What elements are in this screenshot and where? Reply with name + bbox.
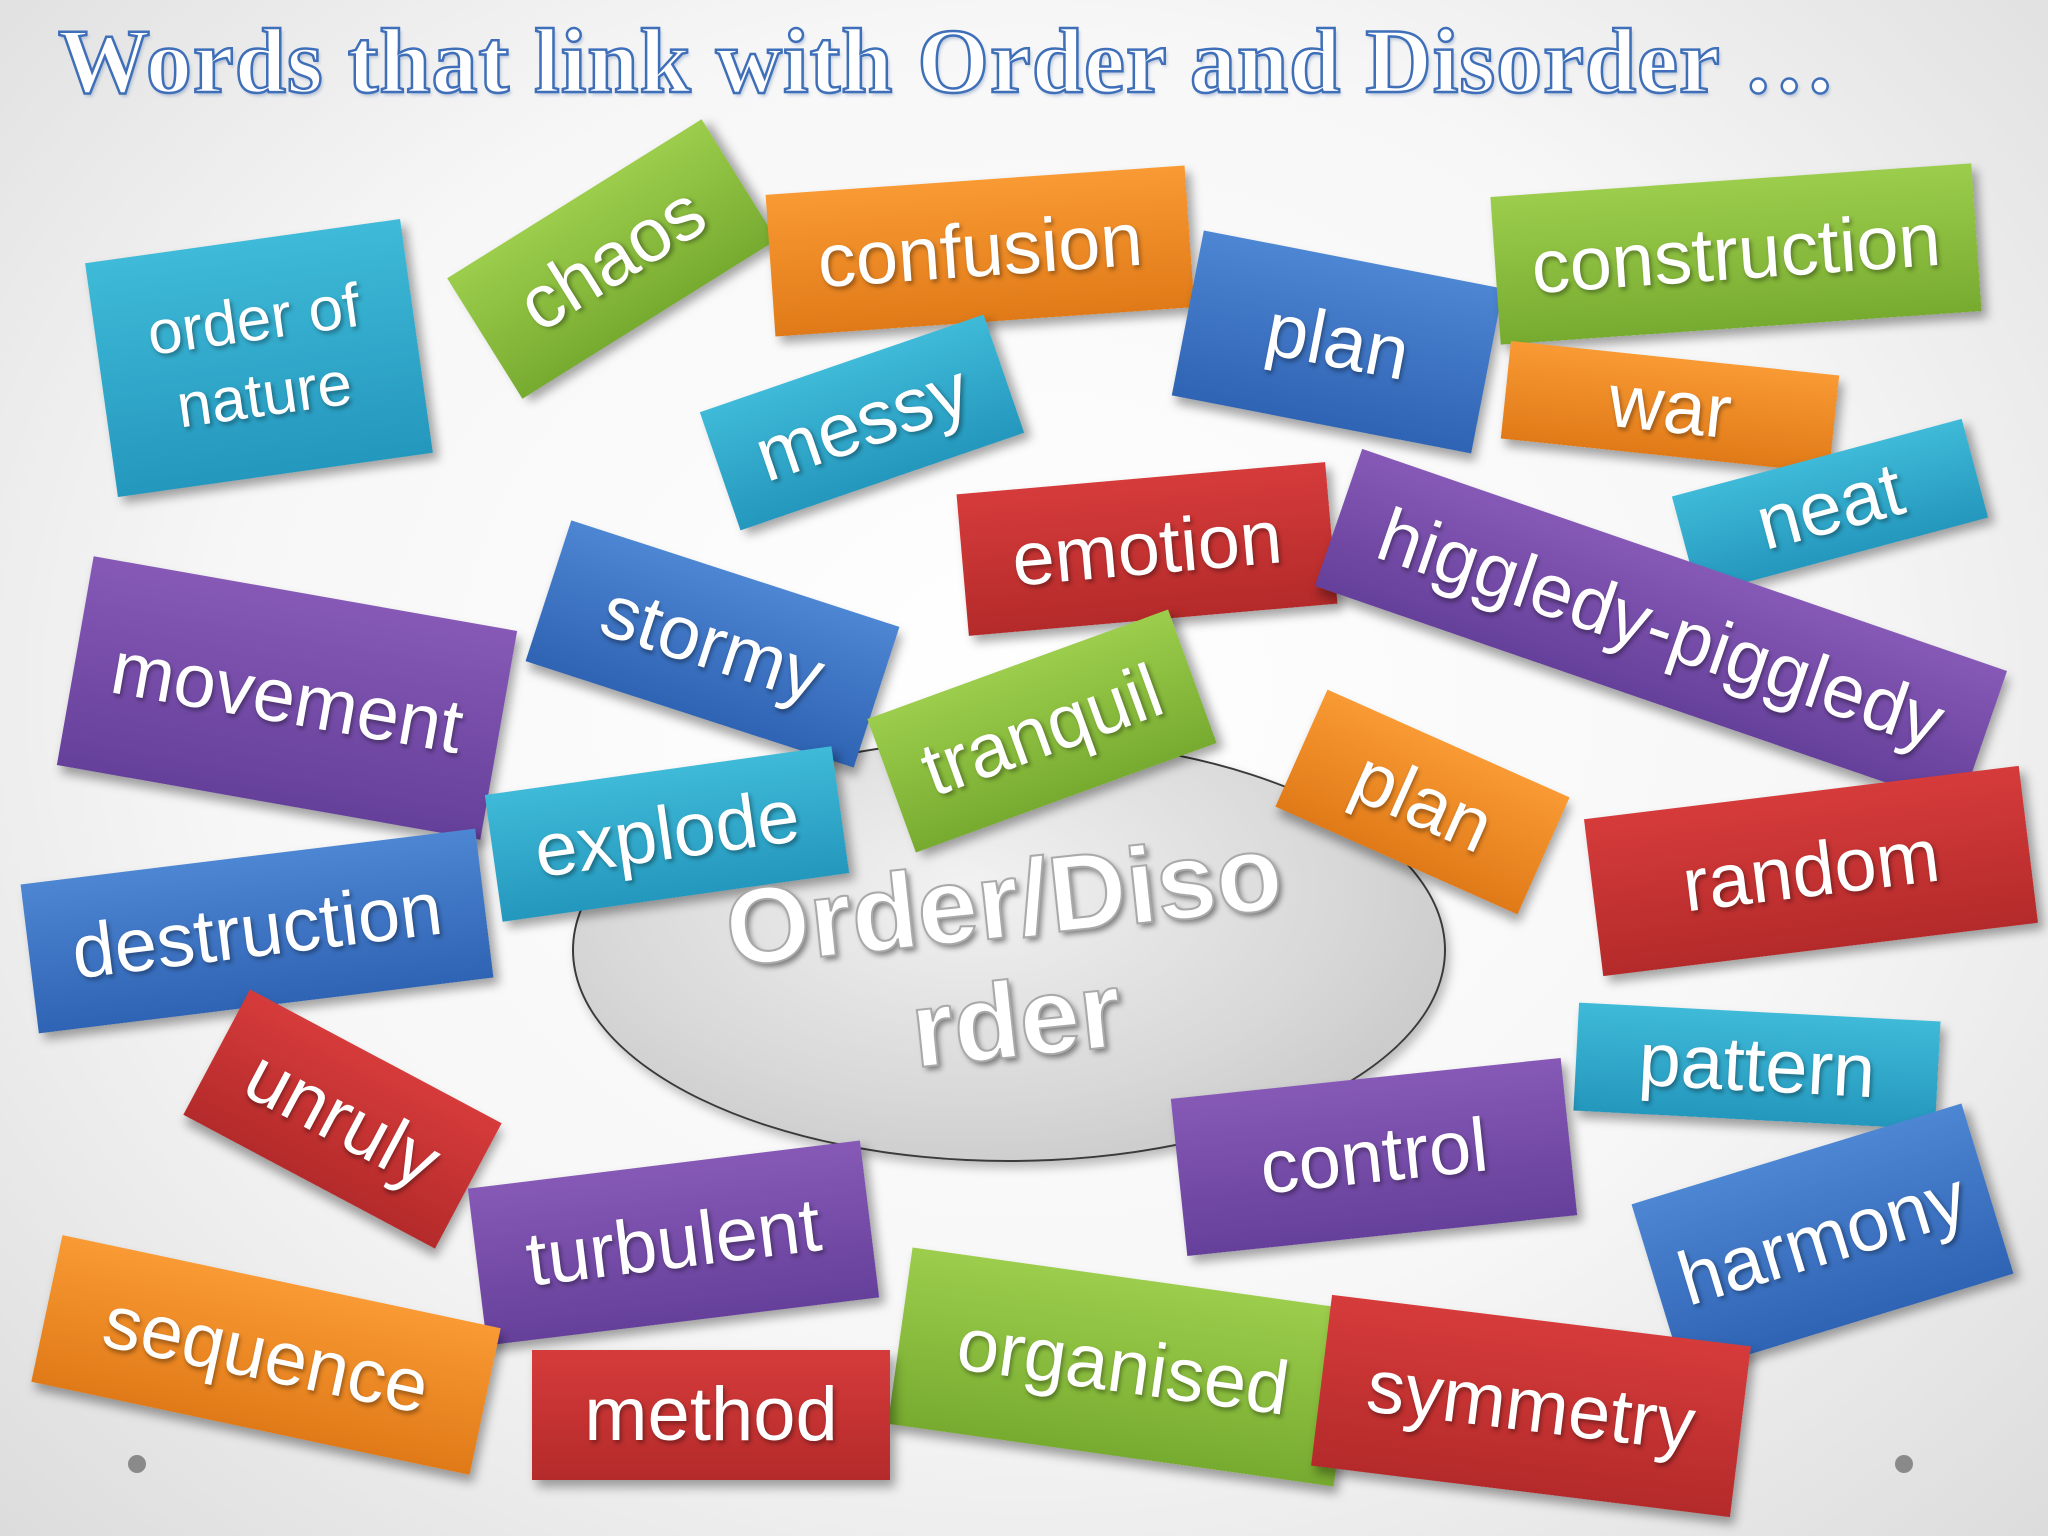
- word-war: war: [1500, 341, 1840, 473]
- decorative-dot-left: [128, 1455, 146, 1473]
- word-emotion: emotion: [956, 462, 1338, 636]
- slide-title: Words that link with Order and Disorder …: [57, 9, 1837, 114]
- word-unruly: unruly: [183, 989, 502, 1249]
- word-movement: movement: [56, 556, 518, 840]
- word-turbulent: turbulent: [467, 1140, 880, 1346]
- word-stormy: stormy: [525, 520, 900, 768]
- word-harmony: harmony: [1631, 1103, 2014, 1375]
- word-order-of-nature: order of nature: [85, 219, 433, 497]
- word-organised: organised: [887, 1247, 1359, 1487]
- word-sequence: sequence: [31, 1235, 501, 1475]
- word-random: random: [1584, 765, 2038, 977]
- word-plan-top: plan: [1171, 230, 1504, 454]
- word-chaos: chaos: [447, 119, 777, 399]
- decorative-dot-right: [1895, 1455, 1913, 1473]
- word-confusion: confusion: [765, 165, 1195, 337]
- word-pattern: pattern: [1573, 1002, 1941, 1130]
- word-construction: construction: [1490, 163, 1982, 345]
- word-method: method: [532, 1350, 890, 1480]
